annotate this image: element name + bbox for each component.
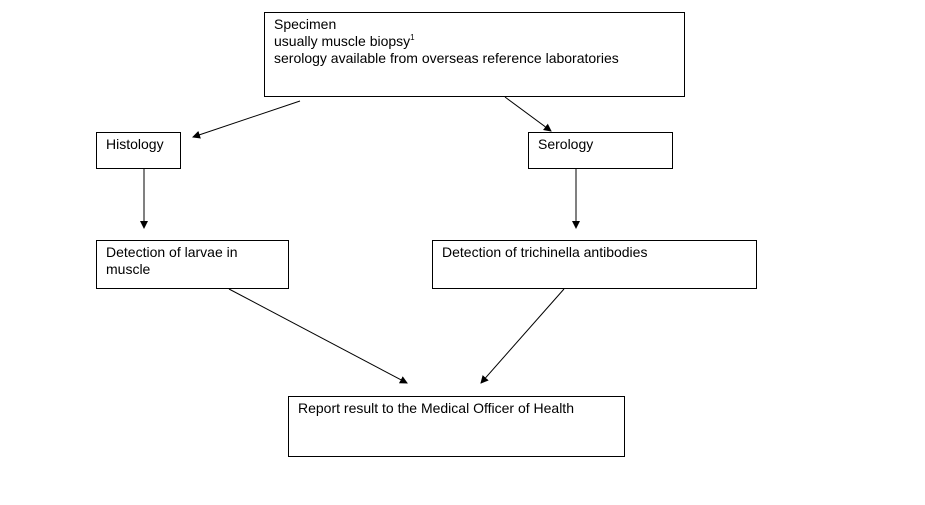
footnote-marker: 1 [410, 33, 415, 42]
arrow-specimen-to-serology [504, 96, 552, 132]
serology-label: Serology [538, 136, 594, 152]
specimen-title: Specimen [274, 16, 337, 32]
antibody-detection-label: Detection of trichinella antibodies [442, 244, 648, 260]
histology-box: Histology [96, 132, 181, 169]
larvae-detection-box: Detection of larvae in muscle [96, 240, 289, 289]
arrow-specimen-to-histology [192, 100, 301, 139]
report-result-box: Report result to the Medical Officer of … [288, 396, 625, 457]
antibody-detection-box: Detection of trichinella antibodies [432, 240, 757, 289]
larvae-detection-label: Detection of larvae in muscle [106, 244, 238, 277]
histology-label: Histology [106, 136, 164, 152]
specimen-type-text: usually muscle biopsy [274, 33, 411, 49]
serology-box: Serology [528, 132, 673, 169]
specimen-serology-note: serology available from overseas referen… [274, 50, 619, 66]
arrow-larvae-to-report [228, 288, 408, 384]
report-result-label: Report result to the Medical Officer of … [298, 400, 574, 416]
specimen-box: Specimen usually muscle biopsy1 serology… [264, 12, 685, 97]
specimen-type-line: usually muscle biopsy1 [274, 33, 675, 50]
arrow-antibodies-to-report [480, 288, 565, 384]
